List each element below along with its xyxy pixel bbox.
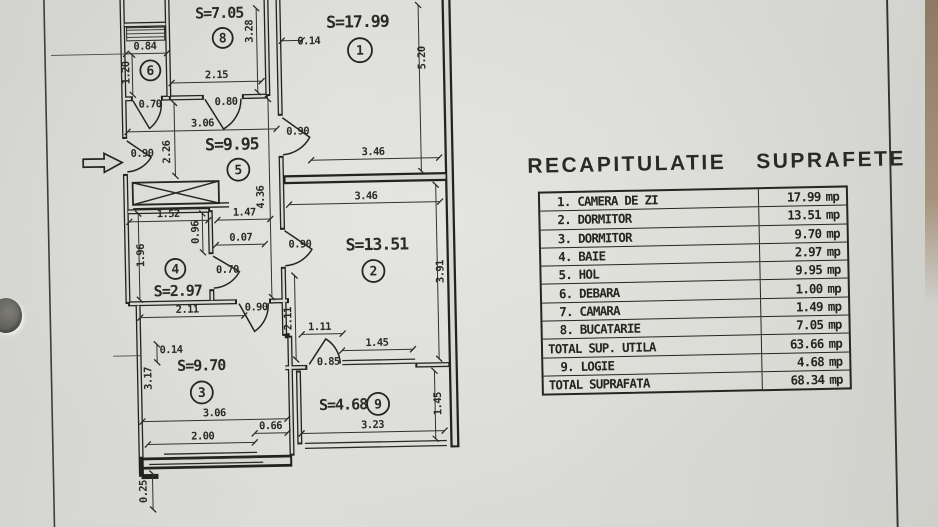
desk-edge	[925, 0, 938, 305]
punch-hole	[0, 298, 22, 333]
room8-number: 8	[219, 31, 227, 46]
row-name: TOTAL SUPRAFATA	[548, 375, 650, 393]
row-value: 7.05	[796, 317, 824, 333]
row-value: 13.51	[787, 207, 822, 224]
dim-306b: 3.06	[203, 407, 226, 419]
sheet-frame	[42, 0, 900, 527]
recap-title-left: RECAPITULATIE	[527, 150, 727, 178]
entrance-arrow-icon	[82, 151, 125, 174]
dim-085: 0.85	[317, 356, 340, 368]
row-unit: mp	[825, 207, 840, 223]
row-unit: mp	[828, 353, 843, 369]
hall-closet-box	[131, 180, 230, 210]
dim-306a: 3.06	[191, 117, 214, 129]
shelf-hatch	[125, 26, 166, 42]
dim-215: 2.15	[205, 69, 228, 81]
room1-number: 1	[356, 44, 364, 59]
dim-080: 0.80	[214, 96, 237, 108]
room-number-badges: 8 1 5 6 4 2 3 9	[139, 27, 390, 416]
room2-area-label: S=13.51	[345, 234, 409, 254]
row-unit: mp	[826, 225, 840, 241]
row-unit: mp	[825, 188, 840, 205]
dim-196: 1.96	[135, 244, 147, 267]
dim-520: 5.20	[416, 46, 428, 69]
room9-number: 9	[374, 397, 382, 412]
row-value: 1.49	[795, 298, 823, 315]
room4-area-label: S=2.97	[154, 281, 203, 300]
dim-317: 3.17	[142, 367, 154, 390]
dim-346a: 3.46	[361, 146, 384, 158]
room5-number: 5	[234, 163, 242, 178]
room8-area-label: S=7.05	[195, 4, 245, 23]
row-value: 63.66	[789, 335, 824, 352]
room9-area-label: S=4.68	[319, 395, 369, 414]
dim-070b: 0.70	[216, 264, 239, 276]
row-value: 9.70	[794, 225, 822, 242]
dim-096: 0.96	[189, 221, 201, 244]
dim-147: 1.47	[233, 206, 256, 218]
room2-number: 2	[369, 264, 377, 279]
dim-145a: 1.45	[365, 337, 388, 349]
room3-area-label: S=9.70	[177, 356, 227, 375]
dim-391: 3.91	[434, 260, 446, 283]
room1-area-label: S=17.99	[326, 12, 389, 32]
dim-014a: 0.14	[297, 35, 320, 47]
dim-211a: 2.11	[176, 303, 199, 315]
dim-066: 0.66	[259, 420, 282, 432]
row-value: 68.34	[790, 372, 825, 388]
dim-200: 2.00	[191, 430, 214, 442]
extension-lines	[51, 53, 142, 357]
dim-090b: 0.90	[288, 238, 311, 250]
row-value: 2.97	[794, 244, 822, 260]
dim-436: 4.36	[255, 185, 267, 208]
row-unit: mp	[826, 243, 841, 259]
dim-084: 0.84	[133, 40, 156, 52]
dim-070a: 0.70	[138, 98, 161, 110]
room5-area-label: S=9.95	[205, 134, 259, 154]
windows	[149, 358, 447, 466]
dim-328: 3.28	[243, 20, 255, 43]
dim-090a: 0.90	[286, 125, 309, 137]
row-value: 4.68	[796, 353, 825, 370]
row-unit: mp	[827, 316, 842, 333]
dim-323: 3.23	[361, 419, 384, 431]
dim-090c: 0.90	[245, 301, 268, 313]
dim-111: 1.11	[308, 321, 331, 333]
dim-145b: 1.45	[432, 392, 444, 415]
row-unit: mp	[829, 371, 843, 387]
dim-007: 0.07	[229, 231, 252, 243]
dimension-lines	[122, 1, 449, 513]
dim-014b: 0.14	[159, 344, 182, 356]
row-unit: mp	[827, 298, 842, 314]
row-value: 17.99	[786, 189, 821, 205]
dim-152: 1.52	[157, 208, 180, 220]
recap-title-right: SUPRAFETE	[756, 147, 907, 174]
room-labels: S=7.05 S=17.99 S=9.95 S=2.97 S=13.51 S=9…	[154, 4, 410, 415]
room3-number: 3	[198, 386, 206, 401]
dim-346b: 3.46	[354, 190, 377, 202]
dim-120: 1.20	[120, 61, 132, 84]
row-value: 9.95	[794, 262, 823, 278]
dim-025: 0.25	[138, 480, 150, 503]
room4-number: 4	[171, 262, 179, 277]
dimension-labels: 2.15 0.14 0.84 3.06 3.46 3.46 1.52 1.47 …	[120, 20, 447, 504]
dim-226: 2.26	[161, 140, 173, 163]
dim-090e: 0.90	[130, 147, 153, 159]
walls	[119, 0, 460, 480]
dim-211b: 2.11	[282, 307, 294, 330]
row-value: 1.00	[795, 280, 823, 297]
room6-number: 6	[146, 64, 154, 79]
row-unit: mp	[827, 280, 841, 296]
row-unit: mp	[826, 261, 841, 278]
row-unit: mp	[828, 335, 843, 351]
